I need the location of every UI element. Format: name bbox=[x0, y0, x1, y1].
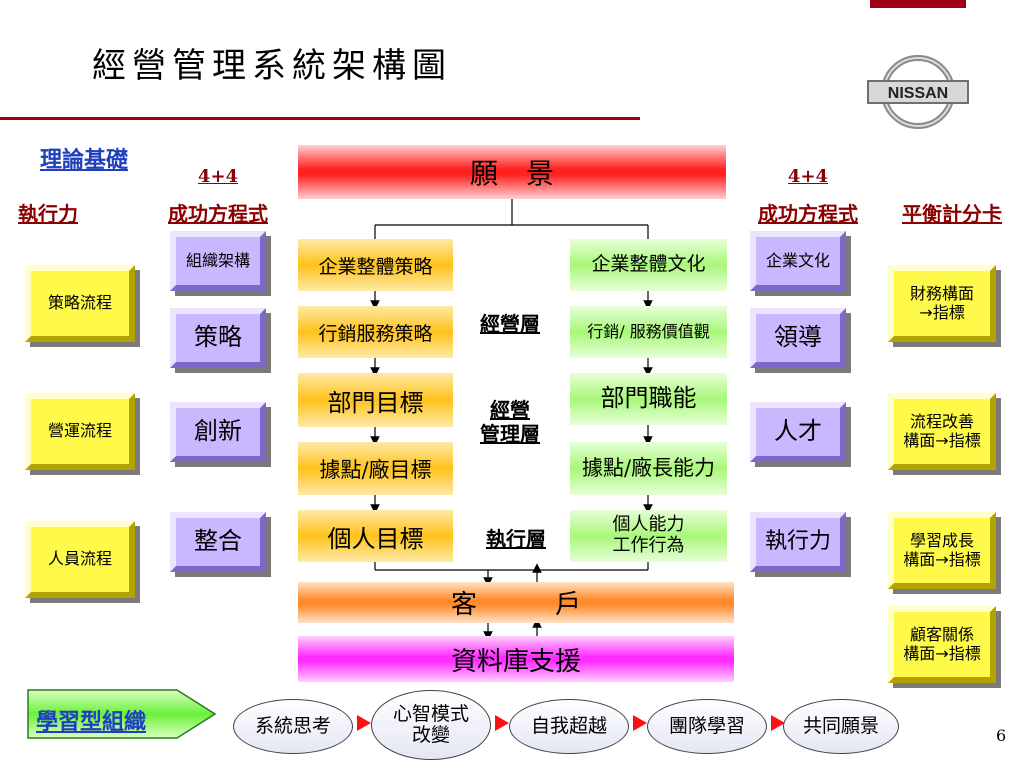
corporate-culture-box: 企業整體文化 bbox=[570, 239, 727, 291]
site-goal-box: 據點/廠目標 bbox=[298, 442, 453, 495]
layer-label-management: 經營層 bbox=[480, 312, 540, 336]
bsc-customer: 顧客關係 構面→指標 bbox=[888, 606, 996, 683]
process-box-people: 人員流程 bbox=[25, 521, 135, 598]
formula-left-org-structure: 組織架構 bbox=[170, 231, 266, 291]
balanced-scorecard-header: 平衡計分卡 bbox=[902, 202, 1002, 226]
nissan-logo: NISSAN bbox=[862, 55, 974, 129]
bsc-process: 流程改善 構面→指標 bbox=[888, 393, 996, 470]
marketing-strategy-box: 行銷服務策略 bbox=[298, 306, 453, 358]
page-title: 經營管理系統架構圖 bbox=[92, 46, 452, 86]
logo-text: NISSAN bbox=[888, 85, 948, 102]
formula-header-right-line1: 4+4 bbox=[787, 166, 829, 187]
corporate-strategy-box: 企業整體策略 bbox=[298, 239, 453, 291]
formula-left-strategy: 策略 bbox=[170, 308, 266, 368]
personal-goal-box: 個人目標 bbox=[298, 510, 453, 562]
vision-band: 願 景 bbox=[298, 145, 726, 199]
discipline-systems-thinking: 系統思考 bbox=[233, 699, 353, 754]
formula-right-culture: 企業文化 bbox=[750, 231, 846, 291]
red-arrow-icon bbox=[771, 715, 785, 731]
learning-org-arrow bbox=[27, 686, 217, 742]
formula-left-innovation: 創新 bbox=[170, 402, 266, 462]
red-arrow-icon bbox=[495, 715, 509, 731]
service-values-box: 行銷/ 服務價值觀 bbox=[570, 306, 727, 358]
discipline-team-learning: 團隊學習 bbox=[647, 699, 767, 754]
learning-org-label[interactable]: 學習型組織 bbox=[36, 709, 147, 735]
discipline-personal-mastery: 自我超越 bbox=[509, 699, 629, 754]
layer-label-execution: 執行層 bbox=[486, 527, 546, 551]
dept-goal-box: 部門目標 bbox=[298, 373, 453, 427]
execution-header-left: 執行力 bbox=[18, 202, 78, 226]
formula-header-left-line1: 4+4 bbox=[197, 166, 239, 187]
personal-capability-box: 個人能力 工作行為 bbox=[570, 510, 727, 562]
database-support-band: 資料庫支援 bbox=[298, 636, 734, 682]
top-accent-bar bbox=[870, 0, 966, 8]
bsc-finance: 財務構面 →指標 bbox=[888, 265, 996, 342]
formula-right-talent: 人才 bbox=[750, 402, 846, 462]
customer-band: 客 戶 bbox=[298, 582, 734, 623]
formula-header-right-line2: 成功方程式 bbox=[758, 202, 858, 226]
red-arrow-icon bbox=[357, 715, 371, 731]
discipline-mental-models: 心智模式 改變 bbox=[371, 690, 491, 760]
red-arrow-icon bbox=[633, 715, 647, 731]
site-manager-capability-box: 據點/廠長能力 bbox=[570, 442, 727, 495]
page-number: 6 bbox=[996, 726, 1007, 745]
formula-right-leadership: 領導 bbox=[750, 308, 846, 368]
discipline-shared-vision: 共同願景 bbox=[783, 699, 899, 754]
formula-left-integration: 整合 bbox=[170, 512, 266, 572]
formula-right-execution: 執行力 bbox=[750, 512, 846, 572]
bsc-learning: 學習成長 構面→指標 bbox=[888, 512, 996, 589]
formula-header-left-line2: 成功方程式 bbox=[168, 202, 268, 226]
nissan-logo-icon: NISSAN bbox=[867, 55, 969, 129]
dept-competency-box: 部門職能 bbox=[570, 373, 727, 425]
process-box-strategy: 策略流程 bbox=[25, 265, 135, 342]
theory-basis-label[interactable]: 理論基礎 bbox=[40, 147, 129, 173]
layer-label-middle-management: 經營 管理層 bbox=[480, 398, 540, 446]
arrow-right-icon bbox=[27, 689, 217, 739]
title-divider bbox=[0, 117, 640, 120]
process-box-operation: 營運流程 bbox=[25, 393, 135, 470]
